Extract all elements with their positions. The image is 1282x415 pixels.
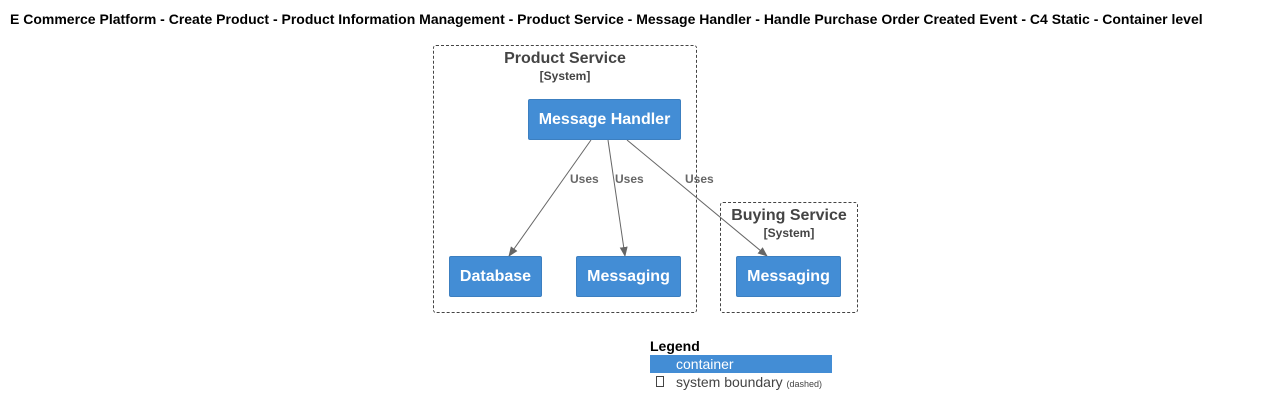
edge-label-uses-buying-messaging: Uses	[685, 172, 714, 186]
buying-service-type: [System]	[763, 226, 815, 240]
edge-label-uses-database: Uses	[570, 172, 599, 186]
message-handler-container[interactable]: Message Handler	[528, 99, 681, 140]
product-service-title: Product Service	[504, 50, 626, 67]
diagram-title: E Commerce Platform - Create Product - P…	[10, 11, 1203, 27]
product-service-type: [System]	[539, 69, 591, 83]
edge-message-handler-to-product-messaging	[607, 139, 628, 257]
legend-boundary-row: system boundary (dashed)	[650, 373, 832, 391]
legend-title: Legend	[650, 338, 700, 354]
buying-messaging-container[interactable]: Messaging	[736, 256, 841, 297]
boundary-swatch-icon	[656, 376, 664, 387]
legend-container-row: container	[650, 355, 832, 373]
buying-service-boundary: Buying Service [System]	[720, 202, 858, 313]
product-messaging-container[interactable]: Messaging	[576, 256, 681, 297]
legend-boundary-label: system boundary (dashed)	[676, 374, 822, 390]
product-service-boundary: Product Service [System]	[433, 45, 697, 313]
buying-service-title: Buying Service	[731, 207, 847, 224]
database-container[interactable]: Database	[449, 256, 542, 297]
legend-boundary-note: (dashed)	[786, 379, 823, 389]
edge-message-handler-to-buying-messaging	[626, 139, 768, 257]
legend-boundary-text: system boundary	[676, 374, 783, 390]
edge-message-handler-to-database	[508, 139, 592, 257]
legend-container-label: container	[676, 356, 734, 372]
edge-label-uses-product-messaging: Uses	[615, 172, 644, 186]
